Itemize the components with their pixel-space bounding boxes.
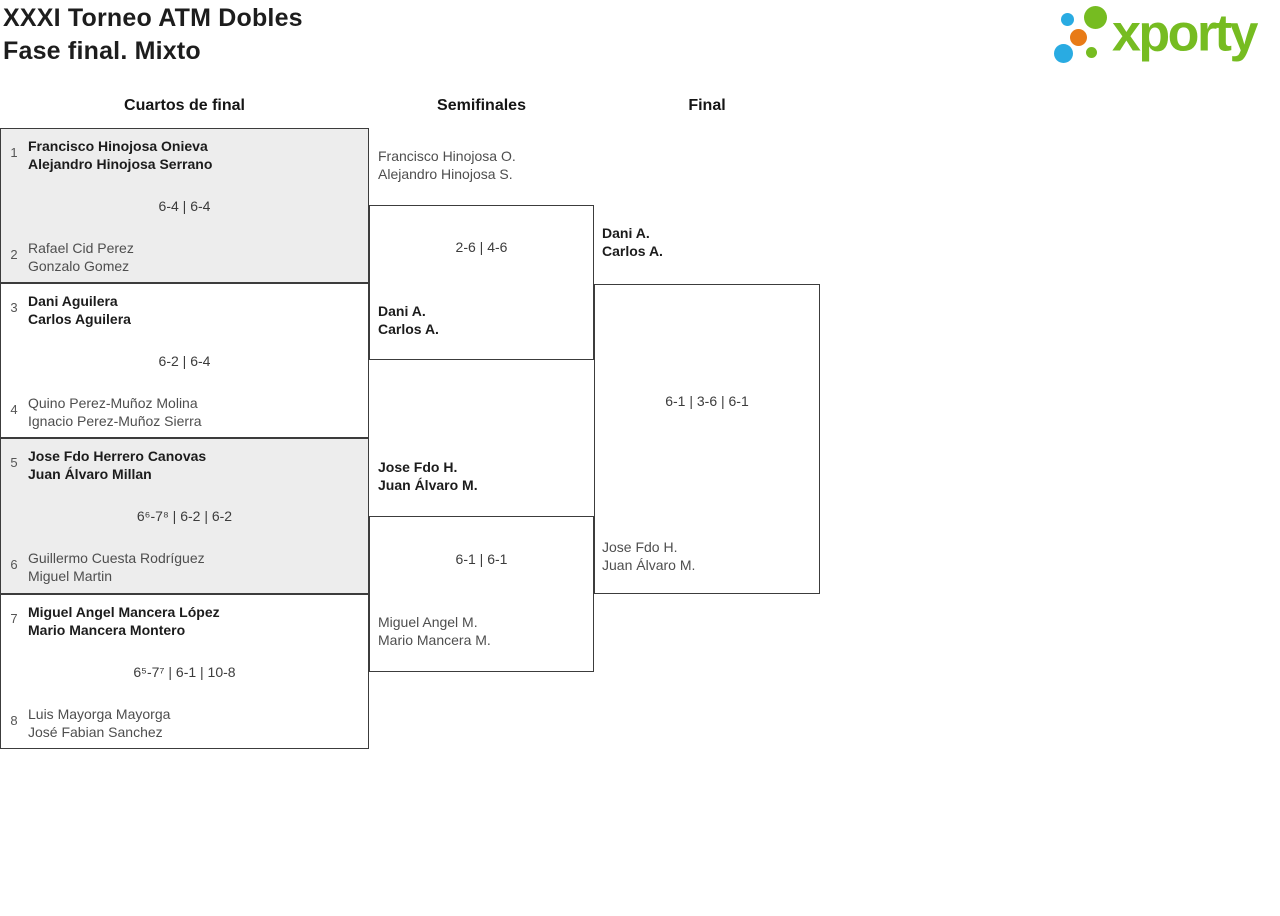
player-name: Quino Perez-Muñoz Molina [28, 395, 198, 411]
seed-number: 8 [10, 713, 18, 728]
player-name: Juan Álvaro M. [378, 477, 478, 493]
seed-number: 2 [10, 247, 18, 262]
logo-dot-blue-small-icon [1061, 13, 1074, 26]
team-names: Dani A. Carlos A. [602, 224, 663, 260]
player-name: Francisco Hinojosa O. [378, 148, 516, 164]
player-name: Jose Fdo H. [378, 459, 458, 475]
seed-number: 7 [10, 611, 18, 626]
player-name: Mario Mancera Montero [28, 622, 186, 638]
team-names: Quino Perez-Muñoz Molina Ignacio Perez-M… [28, 394, 364, 430]
team-names: Miguel Angel Mancera López Mario Mancera… [28, 603, 364, 639]
player-name: Dani A. [378, 303, 426, 319]
team-names: Francisco Hinojosa O. Alejandro Hinojosa… [378, 147, 516, 183]
team-names: Jose Fdo H. Juan Álvaro M. [602, 538, 695, 574]
match-score: 2-6 | 4-6 [455, 239, 508, 255]
round-header-cuartos-de-final: Cuartos de final [124, 97, 245, 114]
player-name: Jose Fdo H. [602, 539, 678, 555]
player-name: Gonzalo Gomez [28, 258, 130, 274]
logo-wordmark: xporty [1112, 4, 1258, 63]
player-name: Alejandro Hinojosa Serrano [28, 156, 213, 172]
player-name: Dani Aguilera [28, 293, 118, 309]
seed-number: 5 [10, 455, 18, 470]
player-name: Rafael Cid Perez [28, 240, 134, 256]
player-name: Francisco Hinojosa Onieva [28, 138, 208, 154]
round-header-semifinales: Semifinales [437, 97, 526, 114]
team-names: Rafael Cid Perez Gonzalo Gomez [28, 239, 364, 275]
match-score: 6⁶-7⁸ | 6-2 | 6-2 [136, 508, 233, 524]
player-name: José Fabian Sanchez [28, 724, 163, 740]
match-score: 6-2 | 6-4 [158, 353, 211, 369]
logo-dot-orange-icon [1070, 29, 1087, 46]
team-names: Miguel Angel M. Mario Mancera M. [378, 613, 491, 649]
phase-name: Fase final. Mixto [3, 37, 201, 65]
logo-dot-blue-large-icon [1054, 44, 1073, 63]
round-header-final: Final [688, 97, 726, 114]
qf-match-2: 3 Dani Aguilera Carlos Aguilera 6-2 | 6-… [0, 283, 369, 438]
player-name: Miguel Angel Mancera López [28, 604, 220, 620]
team-names: Dani Aguilera Carlos Aguilera [28, 292, 364, 328]
seed-number: 1 [10, 145, 18, 160]
seed-number: 4 [10, 402, 18, 417]
player-name: Jose Fdo Herrero Canovas [28, 448, 207, 464]
seed-number: 3 [10, 300, 18, 315]
player-name: Carlos A. [378, 321, 439, 337]
player-name: Luis Mayorga Mayorga [28, 706, 171, 722]
match-score: 6-1 | 3-6 | 6-1 [665, 393, 749, 409]
player-name: Alejandro Hinojosa S. [378, 166, 513, 182]
sf-match-2: 6-1 | 6-1 [369, 516, 594, 672]
team-names: Luis Mayorga Mayorga José Fabian Sanchez [28, 705, 364, 741]
team-names: Dani A. Carlos A. [378, 302, 439, 338]
player-name: Ignacio Perez-Muñoz Sierra [28, 413, 202, 429]
player-name: Juan Álvaro Millan [28, 466, 152, 482]
team-names: Guillermo Cuesta Rodríguez Miguel Martin [28, 549, 364, 585]
qf-match-1: 1 Francisco Hinojosa Onieva Alejandro Hi… [0, 128, 369, 283]
player-name: Miguel Angel M. [378, 614, 478, 630]
match-score: 6⁵-7⁷ | 6-1 | 10-8 [133, 664, 236, 680]
xporty-logo[interactable]: xporty [1050, 4, 1278, 68]
player-name: Juan Álvaro M. [602, 557, 696, 573]
final-match: 6-1 | 3-6 | 6-1 [594, 284, 820, 594]
match-score: 6-1 | 6-1 [455, 551, 508, 567]
qf-match-4: 7 Miguel Angel Mancera López Mario Mance… [0, 594, 369, 749]
match-score: 6-4 | 6-4 [158, 198, 211, 214]
sf-match-1: 2-6 | 4-6 [369, 205, 594, 360]
logo-dot-green-large-icon [1084, 6, 1107, 29]
player-name: Mario Mancera M. [378, 632, 491, 648]
qf-match-3: 5 Jose Fdo Herrero Canovas Juan Álvaro M… [0, 438, 369, 594]
player-name: Carlos A. [602, 243, 663, 259]
player-name: Dani A. [602, 225, 650, 241]
player-name: Carlos Aguilera [28, 311, 131, 327]
player-name: Guillermo Cuesta Rodríguez [28, 550, 205, 566]
page-title: XXXI Torneo ATM Dobles Fase final. Mixto [3, 2, 303, 68]
logo-dot-green-small-icon [1086, 47, 1097, 58]
player-name: Miguel Martin [28, 568, 113, 584]
team-names: Jose Fdo H. Juan Álvaro M. [378, 458, 478, 494]
team-names: Jose Fdo Herrero Canovas Juan Álvaro Mil… [28, 447, 364, 483]
tournament-name: XXXI Torneo ATM Dobles [3, 4, 303, 32]
team-names: Francisco Hinojosa Onieva Alejandro Hino… [28, 137, 364, 173]
seed-number: 6 [10, 557, 18, 572]
